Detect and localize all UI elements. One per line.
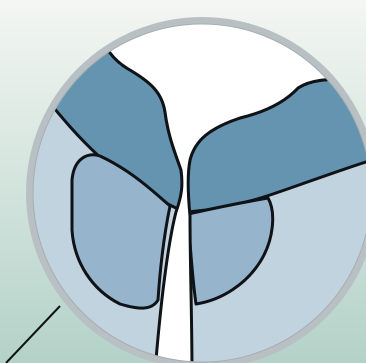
illustration	[0, 0, 366, 363]
anatomy-magnifier-illustration	[0, 0, 366, 363]
